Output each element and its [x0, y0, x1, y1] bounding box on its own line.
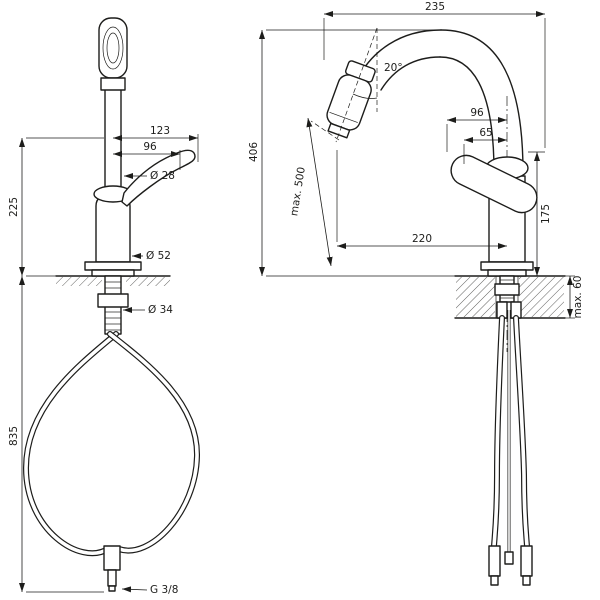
dim-front-dia28-label: Ø 28: [150, 170, 175, 182]
dim-side-max60-label: max. 60: [572, 276, 584, 319]
side-spray-head: [326, 60, 376, 139]
front-spray-head: [98, 17, 128, 91]
side-view: 20°: [248, 1, 584, 586]
side-dimension-max500: max. 500: [288, 117, 340, 267]
dim-front-thread-label: G 3/8: [150, 584, 178, 596]
side-dimension-406: 406: [248, 29, 455, 277]
side-mounting-shank: [494, 275, 520, 303]
front-base-flange: [84, 261, 142, 277]
dim-side-65-label: 65: [479, 127, 492, 139]
side-dimension-96: 96: [446, 107, 507, 152]
dim-side-175-label: 175: [540, 204, 552, 224]
dim-front-96-label: 96: [143, 141, 157, 153]
dim-side-96-label: 96: [470, 107, 484, 119]
dim-side-angle-label: 20°: [384, 62, 403, 74]
front-hose-connector: [103, 545, 121, 592]
front-spout-pipe: [104, 87, 122, 199]
dim-side-235-label: 235: [425, 1, 445, 13]
side-dimension-175: 175: [528, 151, 552, 276]
front-view: 123 96 Ø 28 225 Ø 52 Ø 34 835: [8, 17, 201, 596]
front-dimension-96: 96: [113, 141, 181, 170]
front-spray-collar: [100, 77, 126, 91]
dim-front-225-label: 225: [8, 197, 20, 217]
side-base-flange: [480, 261, 534, 277]
front-dimension-thread: G 3/8: [121, 584, 178, 596]
front-hose-loops: [22, 331, 201, 557]
side-dimension-max60: max. 60: [564, 276, 584, 319]
side-angle-annotation: 20°: [335, 27, 403, 143]
side-supply-hoses: [488, 301, 533, 586]
front-dimension-dia28: Ø 28: [124, 170, 175, 182]
side-dimension-235: 235: [323, 1, 546, 148]
dim-front-dia34-label: Ø 34: [148, 304, 173, 316]
dim-front-835-label: 835: [8, 426, 20, 446]
front-dimension-835: 835: [8, 276, 104, 593]
side-mounting-nut: [494, 283, 520, 296]
front-dimension-123: 123: [113, 125, 199, 162]
front-dimension-225: 225: [8, 137, 104, 277]
front-dimension-dia52: Ø 52: [132, 250, 171, 262]
front-dimension-dia34: Ø 34: [123, 304, 173, 316]
front-mounting-shank: [97, 275, 129, 335]
front-mounting-nut: [97, 293, 129, 308]
side-dimension-220: 220: [336, 150, 507, 249]
dim-side-406-label: 406: [248, 142, 260, 162]
side-dimension-65: 65: [463, 127, 507, 164]
dim-side-max500-label: max. 500: [288, 166, 308, 217]
dim-side-220-label: 220: [412, 233, 432, 245]
front-handle-lever: [121, 149, 196, 207]
dim-front-dia52-label: Ø 52: [146, 250, 171, 262]
side-gooseneck-spout: [357, 29, 524, 173]
dim-front-123-label: 123: [150, 125, 170, 137]
